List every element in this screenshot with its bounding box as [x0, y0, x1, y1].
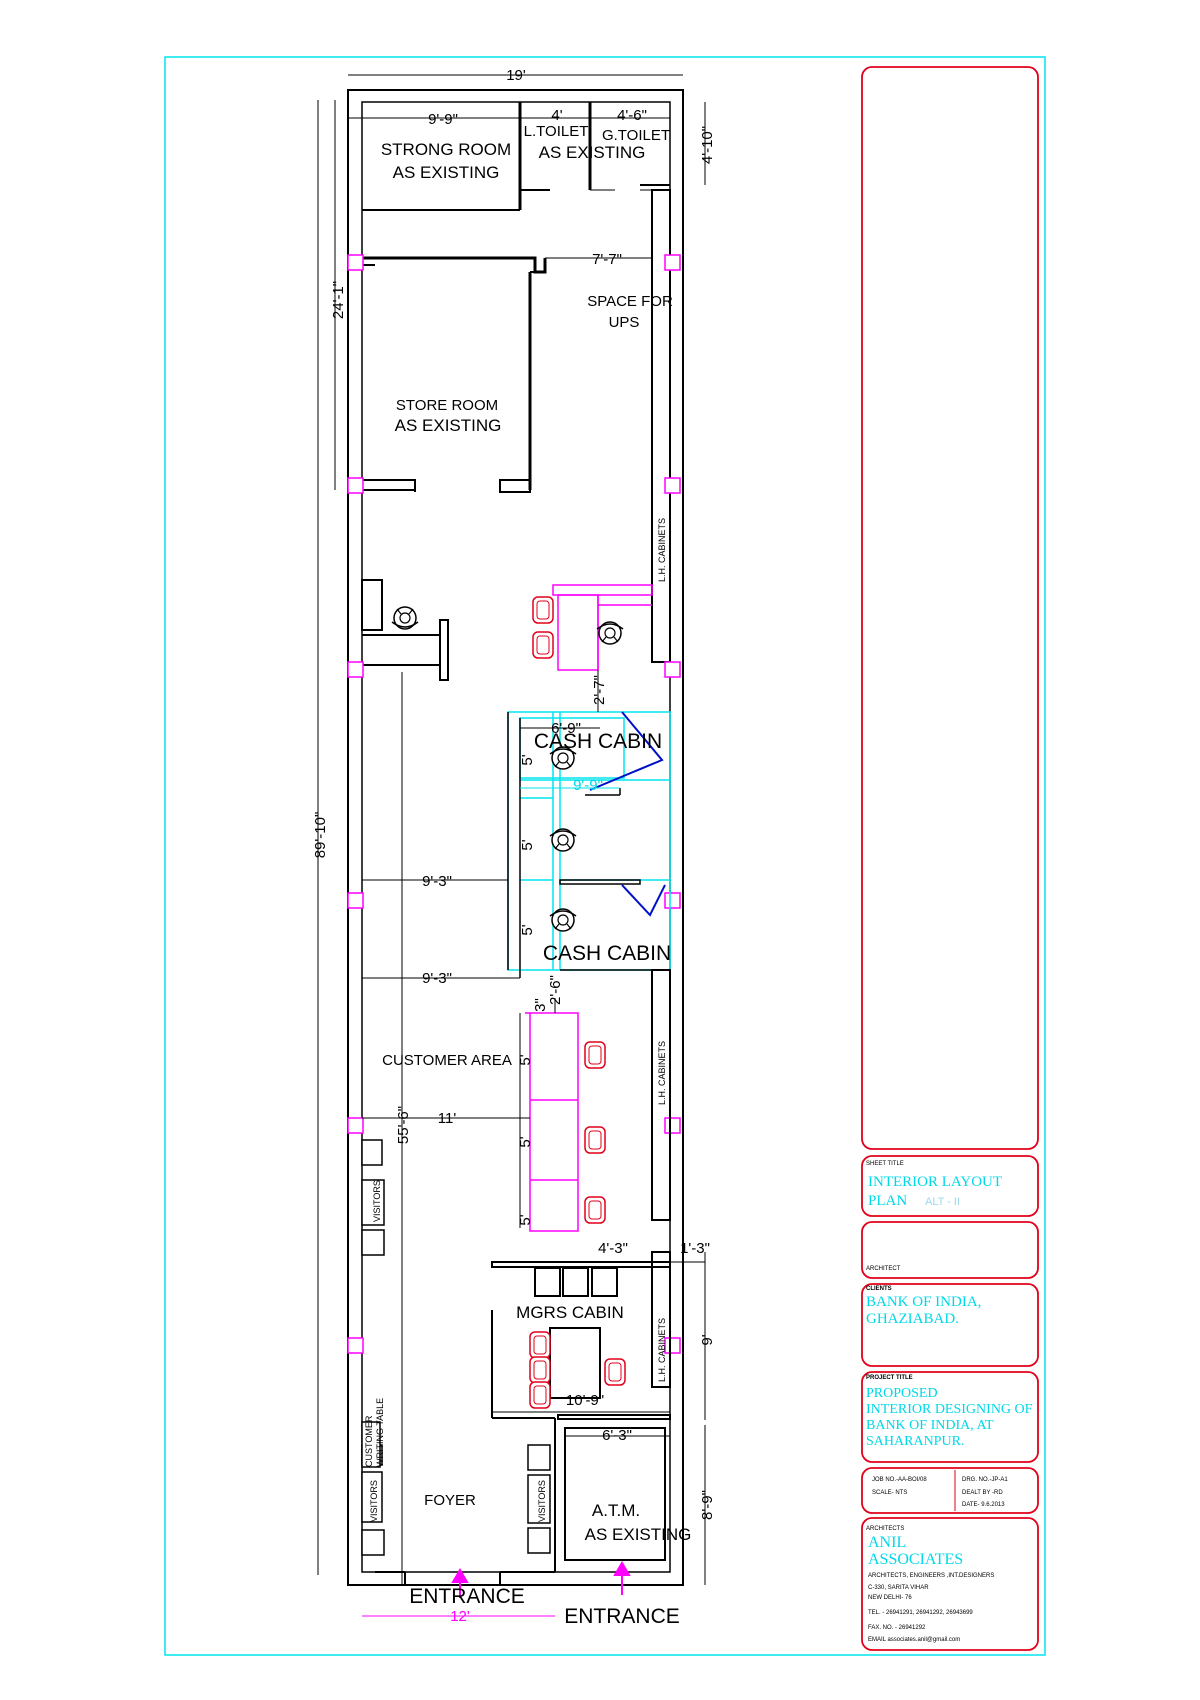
- dim-g-toilet: 4'-6": [617, 107, 647, 124]
- strong-room-label-2: AS EXISTING: [393, 163, 500, 182]
- dim-gap-2-6: 2'-6": [547, 975, 564, 1005]
- dim-l-toilet: 4': [551, 107, 562, 124]
- dim-counter-5a: 5': [517, 1054, 534, 1065]
- customer-counter: [525, 1012, 579, 1232]
- dealt-by: DEALT BY -RD: [962, 1490, 1003, 1496]
- drg-no: DRG. NO.-JP-A1: [962, 1477, 1008, 1483]
- g-toilet-label: G.TOILET: [602, 127, 670, 144]
- firm-description: ARCHITECTS, ENGINEERS ,INT.DESIGNERS: [868, 1573, 994, 1579]
- strong-room-label-1: STRONG ROOM: [381, 140, 511, 159]
- project-line-1: PROPOSED: [866, 1386, 938, 1401]
- entrance-arrows: [451, 1561, 631, 1598]
- outer-wall: [347, 89, 684, 1586]
- sheet-border: [164, 56, 1046, 1656]
- entrance-label-2: ENTRANCE: [564, 1605, 680, 1628]
- toilets-existing-label: AS EXISTING: [539, 143, 646, 162]
- atm-label-1: A.T.M.: [592, 1501, 640, 1520]
- firm-line-2: ASSOCIATES: [868, 1551, 963, 1568]
- cash-cabin-label-2: CASH CABIN: [543, 942, 671, 965]
- atm-label-2: AS EXISTING: [585, 1525, 692, 1544]
- cash-cabin-doors: [589, 711, 666, 917]
- visitors-label-2: VISITORS: [369, 1480, 379, 1522]
- customer-writing-label-1: CUSTOMER: [364, 1415, 374, 1467]
- dim-mgr-10-9: 10'-9": [566, 1392, 604, 1409]
- dimension-lines: [317, 74, 706, 1617]
- firm-line-1: ANIL: [868, 1534, 906, 1551]
- clients-header: CLIENTS: [866, 1286, 892, 1292]
- dim-atm-8-9: 8'-9": [699, 1490, 716, 1520]
- dimension-labels: 19' 9'-9" 4' 4'-6" 4'-10" 7'-7" 24'-1" 8…: [312, 67, 716, 1625]
- dim-overall-width: 19': [506, 67, 526, 84]
- dim-counter-1-3: 1'-3": [680, 1240, 710, 1257]
- dim-strong-room: 9'-9": [428, 111, 458, 128]
- lh-cabinets-label-2: L.H. CABINETS: [657, 1041, 667, 1105]
- visitor-chairs: [361, 1139, 551, 1556]
- mgrs-cabin-label: MGRS CABIN: [516, 1303, 624, 1322]
- dim-aisle-9-3b: 9'-3": [422, 970, 452, 987]
- architect-header: ARCHITECT: [866, 1266, 901, 1272]
- dim-counter-4-3: 4'-3": [598, 1240, 628, 1257]
- dim-customer-11: 11': [438, 1110, 457, 1127]
- dim-overall-depth: 89'-10": [312, 812, 329, 859]
- entrance-label-1: ENTRANCE: [409, 1585, 525, 1608]
- project-line-4: SAHARANPUR.: [866, 1434, 964, 1449]
- ups-label-1: SPACE FOR: [587, 293, 673, 310]
- job-no: JOB NO.-AA-BOI/08: [872, 1477, 927, 1483]
- ups-label-2: UPS: [609, 314, 640, 331]
- dim-cash-6-9: 6'-9": [551, 720, 581, 737]
- dim-cash-9-9: 9'-9": [573, 777, 603, 794]
- dim-counter-5b: 5': [517, 1136, 534, 1147]
- dim-aisle-9-3a: 9'-3": [422, 873, 452, 890]
- telephone: TEL. - 26941291, 26941292, 26943699: [868, 1610, 973, 1616]
- column-markers: [347, 254, 681, 1354]
- sheet-title-line-1: INTERIOR LAYOUT: [868, 1174, 1002, 1190]
- l-toilet-label: L.TOILET: [524, 123, 589, 140]
- project-header: PROJECT TITLE: [866, 1375, 913, 1381]
- store-room-label-2: AS EXISTING: [395, 416, 502, 435]
- dim-cabin-5a: 5': [519, 754, 536, 765]
- lh-cabinets-label-1: L.H. CABINETS: [657, 518, 667, 582]
- dim-atm-6-3: 6'-3": [602, 1427, 632, 1444]
- sheet-title-line-2: PLAN: [868, 1193, 907, 1209]
- customer-writing-label-2: WRITING TABLE: [375, 1398, 385, 1467]
- architects-header: ARCHITECTS: [866, 1526, 904, 1532]
- dim-store-depth: 24'-1": [330, 281, 347, 319]
- dim-customer-55-6: 55'-6": [395, 1106, 412, 1144]
- title-block-text: SHEET TITLE INTERIOR LAYOUT PLAN ALT - I…: [866, 1161, 1033, 1643]
- scale: SCALE- NTS: [872, 1490, 907, 1496]
- sheet-title-alt: ALT - II: [925, 1196, 960, 1208]
- sheet-title-header: SHEET TITLE: [866, 1161, 904, 1167]
- dim-cabin-5b: 5': [519, 839, 536, 850]
- address-line-1: C-330, SARITA VIHAR: [868, 1585, 929, 1591]
- email: EMAIL associates.anil@gmail.com: [868, 1637, 960, 1643]
- dim-toilet-depth: 4'-10": [699, 126, 716, 164]
- visitors-label-1: VISITORS: [372, 1180, 382, 1222]
- fax: FAX. NO. - 26941292: [868, 1625, 926, 1631]
- foyer-label: FOYER: [424, 1492, 476, 1509]
- dim-gap-2-7: 2'-7": [591, 675, 608, 705]
- client-line-1: BANK OF INDIA,: [866, 1294, 981, 1310]
- store-room-label-1: STORE ROOM: [396, 397, 498, 414]
- plan-labels: STRONG ROOM AS EXISTING L.TOILET G.TOILE…: [364, 123, 691, 1628]
- visitors-label-3: VISITORS: [537, 1480, 547, 1522]
- dim-foyer-12: 12': [450, 1608, 470, 1625]
- project-line-3: BANK OF INDIA, AT: [866, 1418, 994, 1433]
- project-line-2: INTERIOR DESIGNING OF: [866, 1402, 1033, 1417]
- dim-mgr-9: 9': [699, 1334, 716, 1345]
- lh-cabinets-label-3: L.H. CABINETS: [657, 1318, 667, 1382]
- title-block: [861, 66, 1039, 1651]
- customer-area-label: CUSTOMER AREA: [382, 1052, 512, 1069]
- dim-ups: 7'-7": [592, 251, 622, 268]
- dim-cabin-5c: 5': [519, 924, 536, 935]
- client-line-2: GHAZIABAD.: [866, 1311, 959, 1327]
- dim-counter-5c: 5': [517, 1214, 534, 1225]
- cash-cabin-label-1: CASH CABIN: [534, 730, 662, 753]
- date: DATE- 9.6.2013: [962, 1502, 1005, 1508]
- dim-gap-3: 3": [532, 998, 549, 1012]
- address-line-2: NEW DELHI- 76: [868, 1595, 912, 1601]
